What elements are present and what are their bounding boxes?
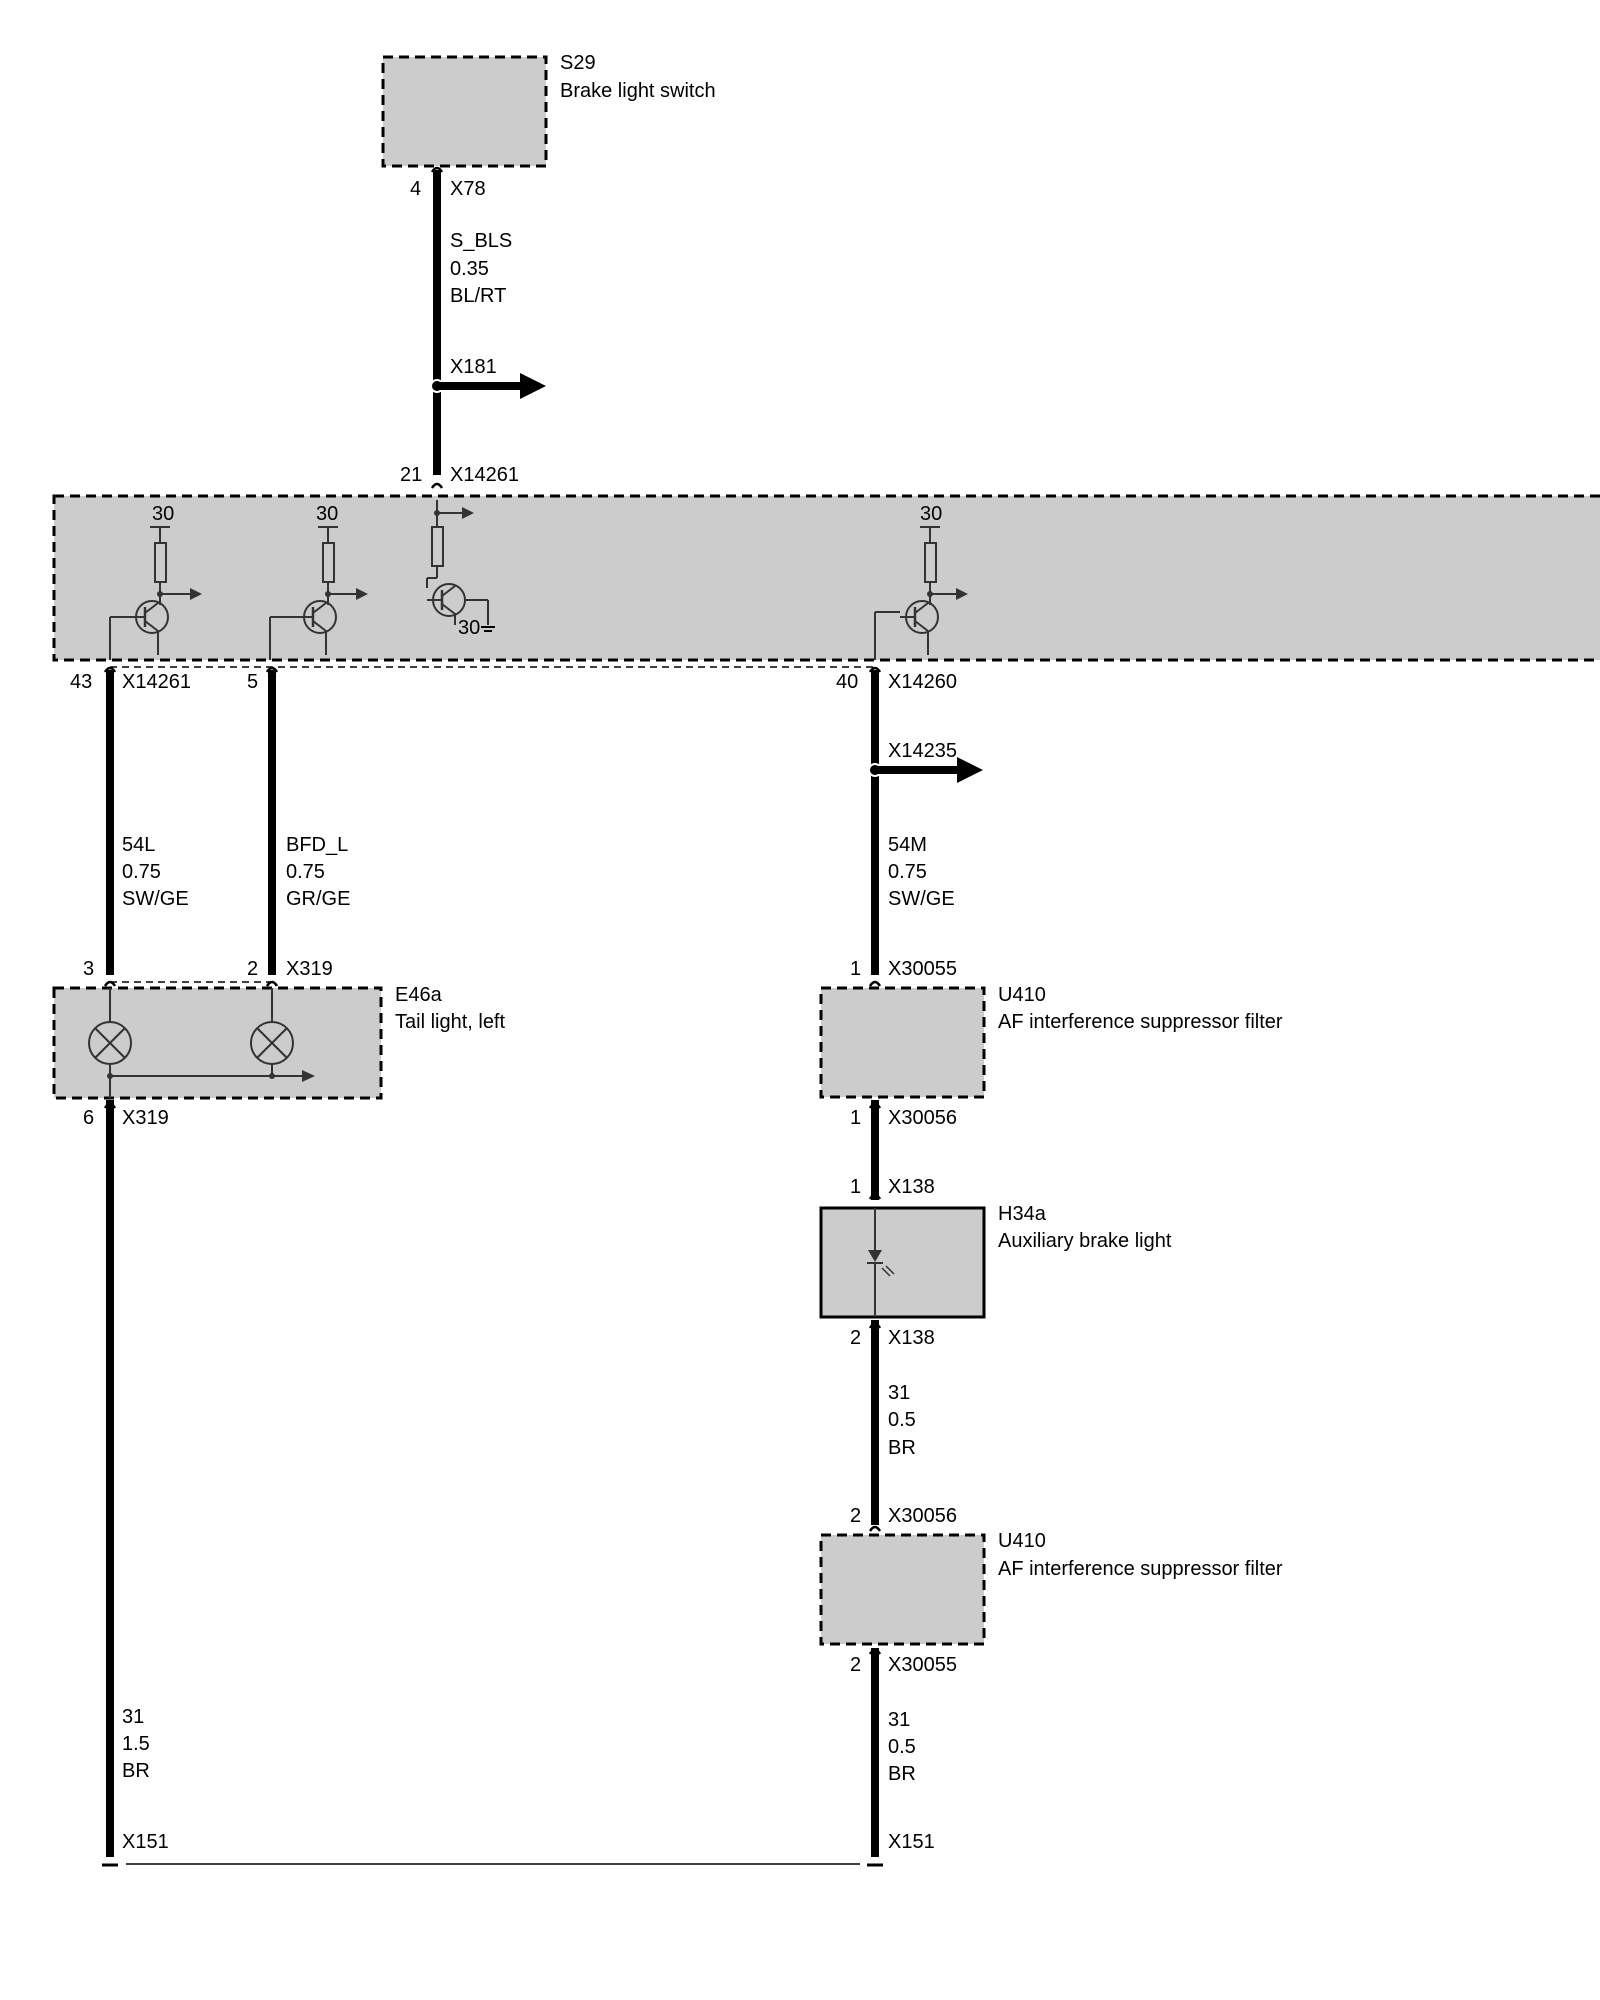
stage-2-supply: 30 bbox=[316, 503, 338, 525]
h34a-auxiliary-brake-light: H34a Auxiliary brake light bbox=[819, 1203, 1172, 1319]
h34a-in-connector: X138 bbox=[888, 1176, 935, 1198]
w54l-size: 0.75 bbox=[122, 861, 161, 883]
s29-name: Brake light switch bbox=[560, 80, 716, 102]
bfd-l-size: 0.75 bbox=[286, 861, 325, 883]
u410b-in-pin: 2 bbox=[850, 1505, 861, 1527]
s29-brake-light-switch: S29 Brake light switch bbox=[381, 52, 716, 168]
s-bls-color: BL/RT bbox=[450, 285, 506, 307]
u410-af-suppressor-filter-top: U410 AF interference suppressor filter bbox=[819, 984, 1283, 1099]
h34a-out-pin: 2 bbox=[850, 1327, 861, 1349]
x14235-arrow-icon bbox=[957, 757, 983, 783]
h34a-name: Auxiliary brake light bbox=[998, 1230, 1172, 1252]
u410-af-suppressor-filter-bottom: U410 AF interference suppressor filter bbox=[819, 1530, 1283, 1646]
u410a-out-connector: X30056 bbox=[888, 1107, 957, 1129]
module-out-54l-connector: X14261 bbox=[122, 671, 191, 693]
output-stage-3: 30 bbox=[874, 503, 968, 660]
input-stage: 30 bbox=[425, 500, 495, 639]
w31-right-signal: 31 bbox=[888, 1709, 910, 1731]
e46a-name: Tail light, left bbox=[395, 1011, 505, 1033]
h34a-in-pin: 1 bbox=[850, 1176, 861, 1198]
w31-mid-size: 0.5 bbox=[888, 1409, 916, 1431]
stage-3-arrow-icon bbox=[956, 588, 968, 600]
e46a-out-connector: X319 bbox=[122, 1107, 169, 1129]
gnd-left-connector: X151 bbox=[122, 1831, 169, 1853]
e46a-arrow-icon bbox=[302, 1070, 315, 1082]
w31-left-color: BR bbox=[122, 1760, 150, 1782]
stage-1-arrow-icon bbox=[190, 588, 202, 600]
x181-arrow-icon bbox=[520, 373, 546, 399]
e46a-in-bfd-connector: X319 bbox=[286, 958, 333, 980]
stage-3-supply: 30 bbox=[920, 503, 942, 525]
s-bls-signal: S_BLS bbox=[450, 230, 512, 252]
e46a-out-pin: 6 bbox=[83, 1107, 94, 1129]
w54m-signal: 54M bbox=[888, 834, 927, 856]
u410b-out-pin: 2 bbox=[850, 1654, 861, 1676]
module-in-connector: X14261 bbox=[450, 464, 519, 486]
w54m-color: SW/GE bbox=[888, 888, 955, 910]
e46a-in-54l-pin: 3 bbox=[83, 958, 94, 980]
output-stage-1: 30 bbox=[109, 503, 202, 660]
u410b-id: U410 bbox=[998, 1530, 1046, 1552]
input-stage-arrow-icon bbox=[462, 507, 474, 519]
module-in-pin: 21 bbox=[400, 464, 422, 486]
e46a-id: E46a bbox=[395, 984, 443, 1006]
w54m-size: 0.75 bbox=[888, 861, 927, 883]
w31-left-signal: 31 bbox=[122, 1706, 144, 1728]
w54l-signal: 54L bbox=[122, 834, 155, 856]
w31-right-color: BR bbox=[888, 1763, 916, 1785]
module-out-54m-pin: 40 bbox=[836, 671, 858, 693]
u410a-out-pin: 1 bbox=[850, 1107, 861, 1129]
stage-2-arrow-icon bbox=[356, 588, 368, 600]
module-out-54m-connector: X14260 bbox=[888, 671, 957, 693]
u410b-in-connector: X30056 bbox=[888, 1505, 957, 1527]
output-stage-2: 30 bbox=[269, 503, 368, 660]
w54l-color: SW/GE bbox=[122, 888, 189, 910]
w31-mid-color: BR bbox=[888, 1437, 916, 1459]
w31-right-size: 0.5 bbox=[888, 1736, 916, 1758]
e46a-in-bfd-pin: 2 bbox=[247, 958, 258, 980]
x181-connector: X181 bbox=[450, 356, 497, 378]
module-out-54l-pin: 43 bbox=[70, 671, 92, 693]
s29-connector: X78 bbox=[450, 178, 486, 200]
u410b-name: AF interference suppressor filter bbox=[998, 1558, 1283, 1580]
w31-left-size: 1.5 bbox=[122, 1733, 150, 1755]
e46a-tail-light-left: E46a Tail light, left bbox=[52, 984, 505, 1100]
stage-1-supply: 30 bbox=[152, 503, 174, 525]
bfd-l-signal: BFD_L bbox=[286, 834, 348, 856]
h34a-id: H34a bbox=[998, 1203, 1047, 1225]
control-module: 30 30 bbox=[52, 494, 1600, 662]
gnd-right-connector: X151 bbox=[888, 1831, 935, 1853]
u410b-out-connector: X30055 bbox=[888, 1654, 957, 1676]
input-stage-supply: 30 bbox=[458, 617, 480, 639]
u410a-name: AF interference suppressor filter bbox=[998, 1011, 1283, 1033]
w31-mid-signal: 31 bbox=[888, 1382, 910, 1404]
s29-pin: 4 bbox=[410, 178, 421, 200]
u410a-in-connector: X30055 bbox=[888, 958, 957, 980]
h34a-out-connector: X138 bbox=[888, 1327, 935, 1349]
s-bls-size: 0.35 bbox=[450, 258, 489, 280]
module-out-bfd-pin: 5 bbox=[247, 671, 258, 693]
x14235-connector: X14235 bbox=[888, 740, 957, 762]
s29-id: S29 bbox=[560, 52, 596, 74]
u410a-in-pin: 1 bbox=[850, 958, 861, 980]
u410a-id: U410 bbox=[998, 984, 1046, 1006]
bfd-l-color: GR/GE bbox=[286, 888, 350, 910]
